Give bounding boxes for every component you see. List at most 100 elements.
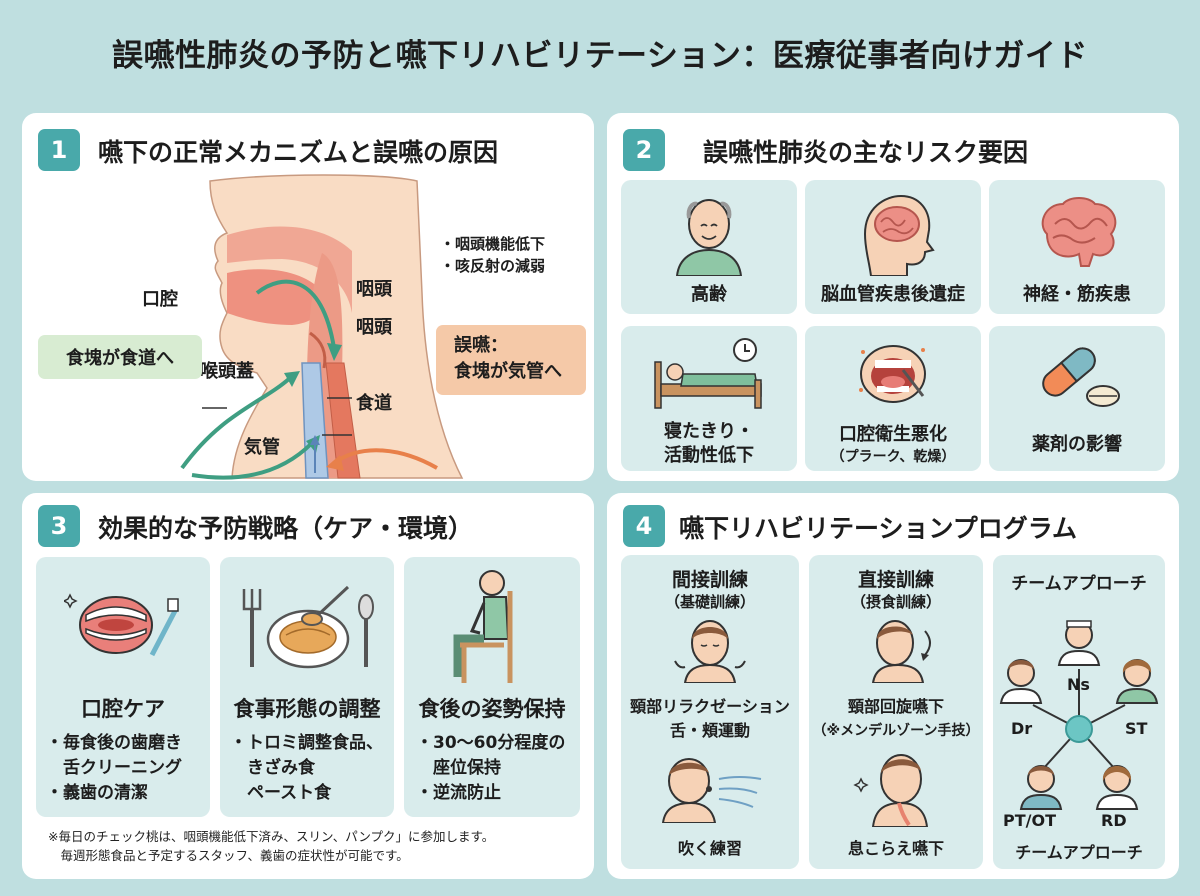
section-title: 効果的な予防戦略（ケア・環境） [98, 514, 474, 543]
team-member-st: ST [1125, 719, 1148, 738]
prevention-card-meal-form: 食事形態の調整 ・トロミ調整食品、 きざみ食 ペースト食 [220, 557, 394, 817]
footnote-line1: ※毎日のチェック桃は、咽頭機能低下済み、スリン、パンプク」に参加します。 [48, 829, 495, 844]
team-member-rd: RD [1101, 811, 1127, 830]
section-number: 2 [623, 129, 665, 171]
rehab-card-team: チームアプローチ [993, 555, 1165, 869]
prevention-card-posture: 食後の姿勢保持 ・30〜60分程度の 座位保持 ・逆流防止 [404, 557, 580, 817]
direct-ex1-line1: 頸部回旋嚥下 [847, 697, 944, 716]
risk-card-medication: 薬剤の影響 [989, 326, 1165, 471]
note-cough-reflex: ・咳反射の減弱 [440, 257, 546, 275]
indirect-sub: （基礎訓練） [664, 593, 755, 611]
footnote-line2: 毎週形態食品と予定するスタッフ、義歯の症状性が可能です。 [48, 848, 409, 863]
bullet: ・義歯の清潔 [46, 783, 148, 803]
direct-ex1-line2: （※メンデルゾーン手技） [812, 723, 980, 739]
seated-posture-icon [453, 570, 513, 683]
footnote: ※毎日のチェック桃は、咽頭機能低下済み、スリン、パンプク」に参加します。 毎週形… [48, 827, 494, 865]
label-trachea: 気管 [244, 437, 280, 458]
bullet: 舌クリーニング [46, 758, 182, 778]
prevention-bullets-posture: ・30〜60分程度の 座位保持 ・逆流防止 [416, 731, 565, 806]
risk-label-bedridden-line1: 寝たきり・ [664, 421, 754, 442]
nurse-icon [1057, 620, 1101, 666]
direct-sub: （摂食訓練） [850, 593, 941, 611]
risk-card-bedridden: 寝たきり・ 活動性低下 [621, 326, 797, 471]
team-member-ptot: PT/OT [1003, 811, 1056, 830]
food-to-esophagus-box: 食塊が食道へ [38, 335, 202, 379]
risk-label-elderly: 高齢 [691, 284, 727, 305]
aspiration-heading: 誤嚥： [454, 335, 508, 356]
team-network-diagram [999, 620, 1159, 810]
indirect-ex1: 頸部リラクゼーション 舌・頬運動 [621, 695, 799, 743]
prevention-bullets-meal-form: ・トロミ調整食品、 きざみ食 ペースト食 [230, 731, 383, 806]
risk-label-cerebrovascular: 脳血管疾患後遺症 [821, 284, 965, 305]
bullet: ・トロミ調整食品、 [230, 733, 383, 753]
direct-title: 直接訓練 [857, 569, 934, 591]
indirect-ex2: 吹く練習 [677, 839, 742, 858]
indirect-ex1-line2: 舌・頬運動 [669, 721, 750, 740]
bullet: ・毎食後の歯磨き [46, 733, 182, 753]
bullet: 座位保持 [416, 758, 501, 778]
section-number: 1 [38, 129, 80, 171]
neck-relaxation-icon [674, 620, 746, 683]
meal-plate-icon [242, 585, 374, 669]
open-mouth-icon [859, 345, 926, 403]
indirect-ex1-line1: 頸部リラクゼーション [630, 697, 790, 716]
swallow-decline-notes: ・咽頭機能低下 ・咳反射の減弱 [440, 233, 545, 277]
risk-card-neuromuscular: 神経・筋疾患 [989, 180, 1165, 314]
head-rotation-icon [871, 620, 931, 683]
head-cross-section-diagram [180, 174, 464, 480]
aspiration-desc: 食塊が気管へ [454, 361, 562, 382]
risk-label-medication: 薬剤の影響 [1032, 434, 1122, 455]
label-epiglottis: 喉頭蓋 [200, 361, 254, 382]
doctor-icon [999, 659, 1043, 704]
indirect-title: 間接訓練 [671, 569, 748, 591]
section-title: 嚥下の正常メカニズムと誤嚥の原因 [98, 138, 499, 167]
blowing-exercise-icon [661, 758, 762, 823]
direct-ex1: 頸部回旋嚥下 （※メンデルゾーン手技） [809, 695, 983, 743]
risk-sub-oral-hygiene: （プラーク、乾燥） [830, 449, 956, 465]
section-title: 誤嚥性肺炎の主なリスク要因 [703, 138, 1029, 167]
page-title: 誤嚥性肺炎の予防と嚥下リハビリテーション：医療従事者向けガイド [112, 38, 1088, 74]
note-pharyngeal-decline: ・咽頭機能低下 [440, 235, 546, 253]
label-oral-cavity: 口腔 [142, 289, 178, 310]
breath-hold-swallow-icon [853, 754, 929, 827]
bullet: ペースト食 [230, 783, 332, 803]
risk-card-oral-hygiene: 口腔衛生悪化 （プラーク、乾燥） [805, 326, 981, 471]
risk-label-neuromuscular: 神経・筋疾患 [1023, 284, 1131, 305]
team-title: チームアプローチ [1011, 574, 1147, 594]
prevention-title-oral-care: 口腔ケア [81, 697, 165, 721]
label-pharynx-upper: 咽頭 [356, 279, 392, 300]
risk-label-bedridden: 寝たきり・ 活動性低下 [621, 420, 797, 468]
prevention-bullets-oral-care: ・毎食後の歯磨き 舌クリーニング ・義歯の清潔 [46, 731, 182, 806]
risk-card-cerebrovascular: 脳血管疾患後遺症 [805, 180, 981, 314]
section-title: 嚥下リハビリテーションプログラム [679, 514, 1078, 543]
rehab-card-direct: 直接訓練 （摂食訓練） 頸部回旋嚥下 （※メンデルゾーン手技） 息こらえ嚥下 [809, 555, 983, 869]
section-number: 3 [38, 505, 80, 547]
bullet: ・30〜60分程度の [416, 733, 566, 753]
label-esophagus: 食道 [356, 393, 392, 414]
aspiration-box: 誤嚥： 食塊が気管へ [436, 325, 586, 395]
therapist-icon [1019, 765, 1063, 810]
bullet: ・逆流防止 [416, 783, 501, 803]
section-number: 4 [623, 505, 665, 547]
bedridden-icon [654, 338, 762, 409]
teeth-toothbrush-icon [64, 593, 179, 657]
risk-label-bedridden-line2: 活動性低下 [664, 445, 754, 466]
pill-icon [1042, 347, 1120, 407]
direct-ex2: 息こらえ嚥下 [847, 839, 944, 858]
risk-label-oral-hygiene: 口腔衛生悪化 [839, 424, 947, 445]
risk-card-elderly: 高齢 [621, 180, 797, 314]
bullet: きざみ食 [230, 758, 315, 778]
brain-icon [1041, 197, 1117, 267]
section-swallowing-mechanism: 1 嚥下の正常メカニズムと誤嚥の原因 [22, 113, 594, 481]
section-rehab-program: 4 嚥下リハビリテーションプログラム 間接訓練 （基礎訓練） 頸部リラクゼーショ… [607, 493, 1179, 879]
rehab-card-indirect: 間接訓練 （基礎訓練） 頸部リラクゼーション 舌・頬運動 吹く練習 [621, 555, 799, 869]
team-member-ns: Ns [1067, 675, 1090, 694]
prevention-title-posture: 食後の姿勢保持 [418, 697, 566, 721]
team-footer: チームアプローチ [1015, 843, 1143, 862]
speech-therapist-icon [1115, 659, 1159, 704]
elderly-person-icon [675, 199, 743, 276]
team-member-dr: Dr [1011, 719, 1033, 738]
dietitian-icon [1095, 765, 1139, 810]
label-pharynx-lower: 咽頭 [356, 317, 392, 338]
brain-head-icon [863, 194, 935, 276]
